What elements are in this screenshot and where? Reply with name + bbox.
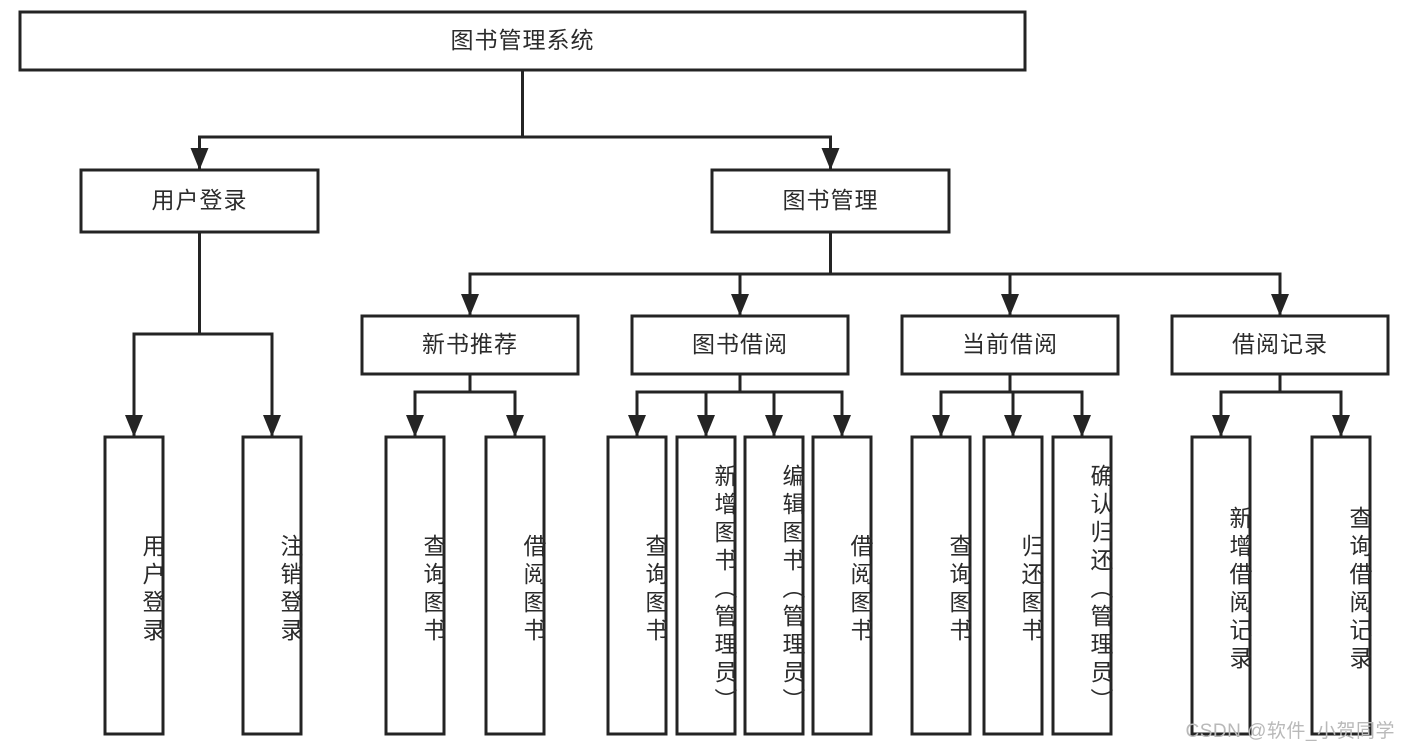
node-box-current-borrow[interactable] (900, 314, 1120, 376)
node-box-leaf-add-record[interactable] (1190, 435, 1252, 736)
arrow-head-icon (932, 415, 950, 437)
arrow-head-icon (1271, 294, 1289, 316)
node-box-leaf-edit-book[interactable] (743, 435, 805, 736)
arrow-head-icon (1073, 415, 1091, 437)
arrow-head-icon (628, 415, 646, 437)
node-box-root[interactable] (18, 10, 1027, 72)
arrow-head-icon (506, 415, 524, 437)
node-box-leaf-borrow-book-2[interactable] (811, 435, 873, 736)
node-box-borrow-records[interactable] (1170, 314, 1390, 376)
node-box-leaf-query-book-3[interactable] (910, 435, 972, 736)
arrow-head-icon (731, 294, 749, 316)
arrow-head-icon (1212, 415, 1230, 437)
arrow-head-icon (461, 294, 479, 316)
node-box-leaf-user-login[interactable] (103, 435, 165, 736)
node-box-leaf-logout[interactable] (241, 435, 303, 736)
csdn-watermark: CSDN @软件_小贺同学 (1185, 721, 1395, 742)
node-box-leaf-query-record[interactable] (1310, 435, 1372, 736)
node-box-leaf-confirm-return[interactable] (1051, 435, 1113, 736)
node-box-leaf-add-book[interactable] (675, 435, 737, 736)
arrow-head-icon (697, 415, 715, 437)
arrow-head-icon (833, 415, 851, 437)
arrow-head-icon (125, 415, 143, 437)
node-box-leaf-borrow-book-1[interactable] (484, 435, 546, 736)
node-box-user-login[interactable] (79, 168, 320, 234)
arrow-head-icon (821, 148, 840, 170)
arrow-head-icon (765, 415, 783, 437)
connector-lines (125, 68, 1350, 439)
arrow-head-icon (1004, 415, 1022, 437)
node-box-leaf-query-book-1[interactable] (384, 435, 446, 736)
node-box-book-management[interactable] (710, 168, 951, 234)
node-boxes (18, 10, 1390, 736)
node-box-leaf-return-book[interactable] (982, 435, 1044, 736)
node-box-new-book-recommend[interactable] (360, 314, 580, 376)
arrow-head-icon (1001, 294, 1019, 316)
node-box-book-borrow[interactable] (630, 314, 850, 376)
arrow-head-icon (406, 415, 424, 437)
node-box-leaf-query-book-2[interactable] (606, 435, 668, 736)
arrow-head-icon (1332, 415, 1350, 437)
arrow-head-icon (190, 148, 209, 170)
arrow-head-icon (263, 415, 281, 437)
